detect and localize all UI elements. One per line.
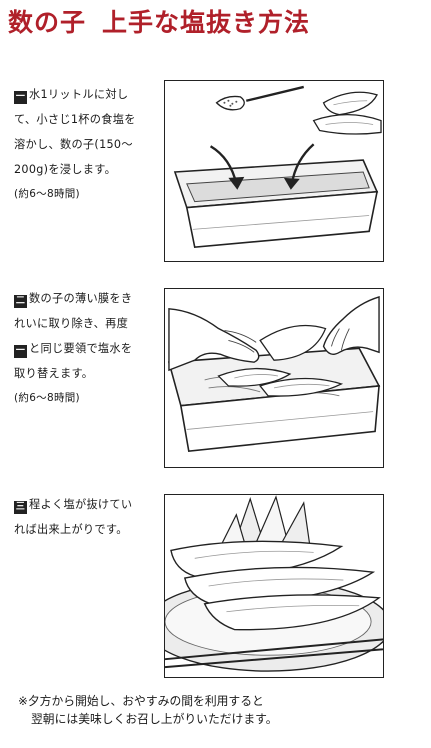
step-1-illustration — [164, 80, 384, 262]
step-3-text: 三程よく塩が抜けてい れば出来上がりです。 — [14, 492, 159, 542]
step-2-ref-marker: 一 — [14, 345, 27, 358]
step-1-line-1: 水1リットルに対し — [29, 88, 129, 101]
step-1-line-4: 200g)を浸します。 — [14, 163, 117, 176]
page-title: 数の子上手な塩抜き方法 — [8, 6, 428, 40]
step-3-marker: 三 — [14, 501, 27, 514]
step-1-duration: (約6〜8時間) — [14, 188, 80, 200]
step-3-line-2: れば出来上がりです。 — [14, 523, 128, 536]
step-2-text: 二数の子の薄い膜をき れいに取り除き、再度 一と同じ要領で塩水を 取り替えます。… — [14, 286, 159, 411]
step-1-line-3: 溶かし、数の子(150〜 — [14, 138, 133, 151]
step-2-line-3: と同じ要領で塩水を — [29, 342, 133, 355]
step-3-line-1: 程よく塩が抜けてい — [29, 498, 133, 511]
step-2-illustration — [164, 288, 384, 468]
step-1-line-2: て、小さじ1杯の食塩を — [14, 113, 136, 126]
step-2-line-4: 取り替えます。 — [14, 367, 94, 380]
step-2-line-1: 数の子の薄い膜をき — [29, 292, 133, 305]
footnote: ※夕方から開始し、おやすみの間を利用すると 翌朝には美味しくお召し上がりいただけ… — [18, 692, 418, 728]
step-3-illustration — [164, 494, 384, 678]
title-part-2: 上手な塩抜き方法 — [102, 8, 311, 37]
step-2-duration: (約6〜8時間) — [14, 392, 80, 404]
footnote-line-2: 翌朝には美味しくお召し上がりいただけます。 — [31, 712, 278, 726]
step-2-line-2: れいに取り除き、再度 — [14, 317, 129, 330]
step-2-marker: 二 — [14, 295, 27, 308]
step-1-marker: 一 — [14, 91, 27, 104]
footnote-line-1: ※夕方から開始し、おやすみの間を利用すると — [18, 694, 264, 708]
title-part-1: 数の子 — [8, 8, 87, 37]
step-1-text: 一水1リットルに対し て、小さじ1杯の食塩を 溶かし、数の子(150〜 200g… — [14, 82, 159, 207]
